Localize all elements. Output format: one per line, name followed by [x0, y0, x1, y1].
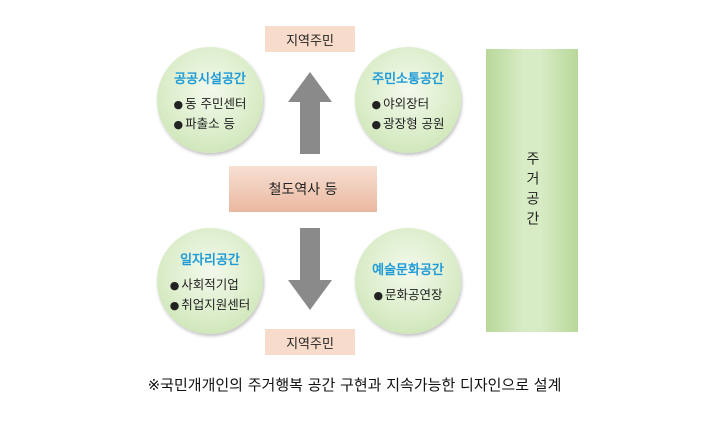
residence-space-bar: 주거공간: [486, 49, 578, 332]
top-resident-label: 지역주민: [265, 26, 355, 52]
footnote: ※국민개개인의 주거행복 공간 구현과 지속가능한 디자인으로 설계: [147, 376, 562, 394]
residence-label: 주거공간: [524, 150, 540, 231]
list-item: ●사회적기업: [169, 277, 239, 292]
list-item: ●야외장터: [371, 96, 430, 111]
list-item: ●문화공연장: [373, 287, 443, 302]
arrow-down-icon: [288, 228, 332, 310]
circle-title: 예술문화공간: [372, 263, 444, 278]
public-facility-circle: 공공시설공간 ●동 주민센터 ●파출소 등: [157, 47, 263, 153]
arts-culture-circle: 예술문화공간 ●문화공연장: [355, 228, 461, 334]
circle-title: 공공시설공간: [174, 72, 246, 87]
circle-title: 일자리공간: [180, 253, 240, 268]
arrow-up-icon: [288, 72, 332, 154]
list-item: ●동 주민센터: [173, 96, 247, 111]
job-space-circle: 일자리공간 ●사회적기업 ●취업지원센터: [157, 228, 263, 334]
circle-title: 주민소통공간: [372, 72, 444, 87]
list-item: ●파출소 등: [173, 116, 236, 131]
list-item: ●취업지원센터: [169, 297, 251, 312]
list-item: ●광장형 공원: [371, 116, 445, 131]
railway-station-box: 철도역사 등: [229, 166, 377, 212]
bottom-resident-label: 지역주민: [265, 329, 355, 355]
resident-communication-circle: 주민소통공간 ●야외장터 ●광장형 공원: [355, 47, 461, 153]
